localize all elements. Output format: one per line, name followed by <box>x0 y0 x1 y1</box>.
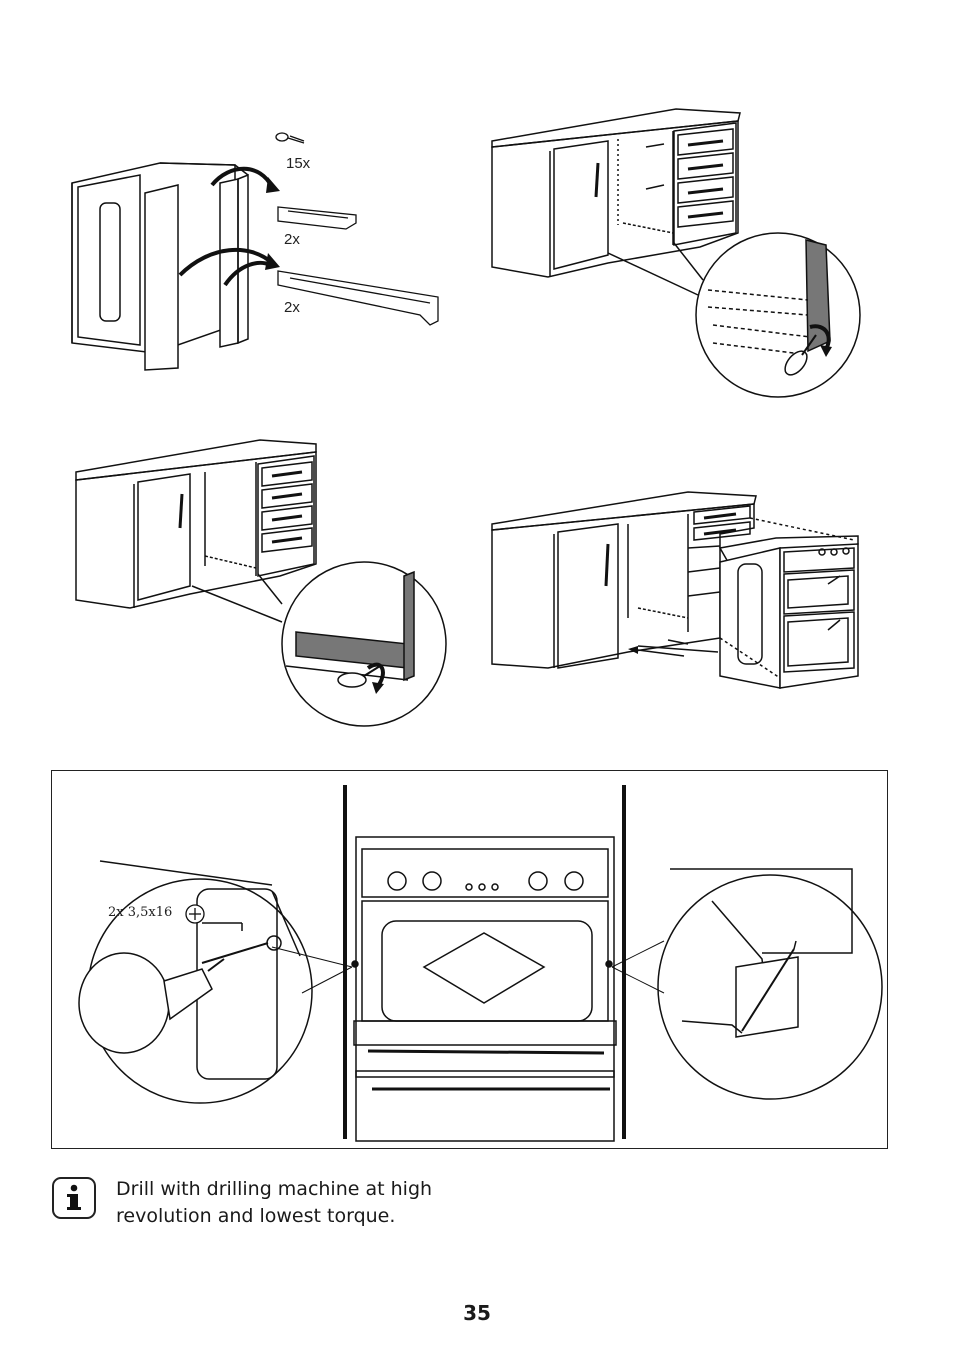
quantity-screws-label: 15x <box>286 155 311 172</box>
info-icon <box>52 1177 96 1219</box>
figure-oven-insertion <box>488 488 868 696</box>
oven-screw-fixing-panel: 2x 3,5x16 <box>51 770 888 1149</box>
quantity-rail-label: 2x <box>284 299 300 316</box>
page-number: 35 <box>463 1301 491 1325</box>
quantity-bracket-label: 2x <box>284 231 300 248</box>
oven-screw-fixing-illustration <box>78 785 883 1142</box>
kitchen-unit-rail-illustration <box>75 439 447 727</box>
figure-rail-fixing-top <box>488 105 863 400</box>
figure-mounting-brackets: 15x 2x 2x <box>60 125 460 375</box>
kitchen-unit-detail-illustration <box>491 108 861 398</box>
phillips-head-icon <box>185 904 205 924</box>
note-text: Drill with drilling machine at high revo… <box>116 1178 433 1227</box>
oven-insertion-illustration <box>491 491 859 689</box>
cabinet-bracket-illustration <box>71 132 439 371</box>
screw-spec-label: 2x 3,5x16 <box>108 905 173 920</box>
figure-rail-fixing-bottom <box>70 436 450 731</box>
